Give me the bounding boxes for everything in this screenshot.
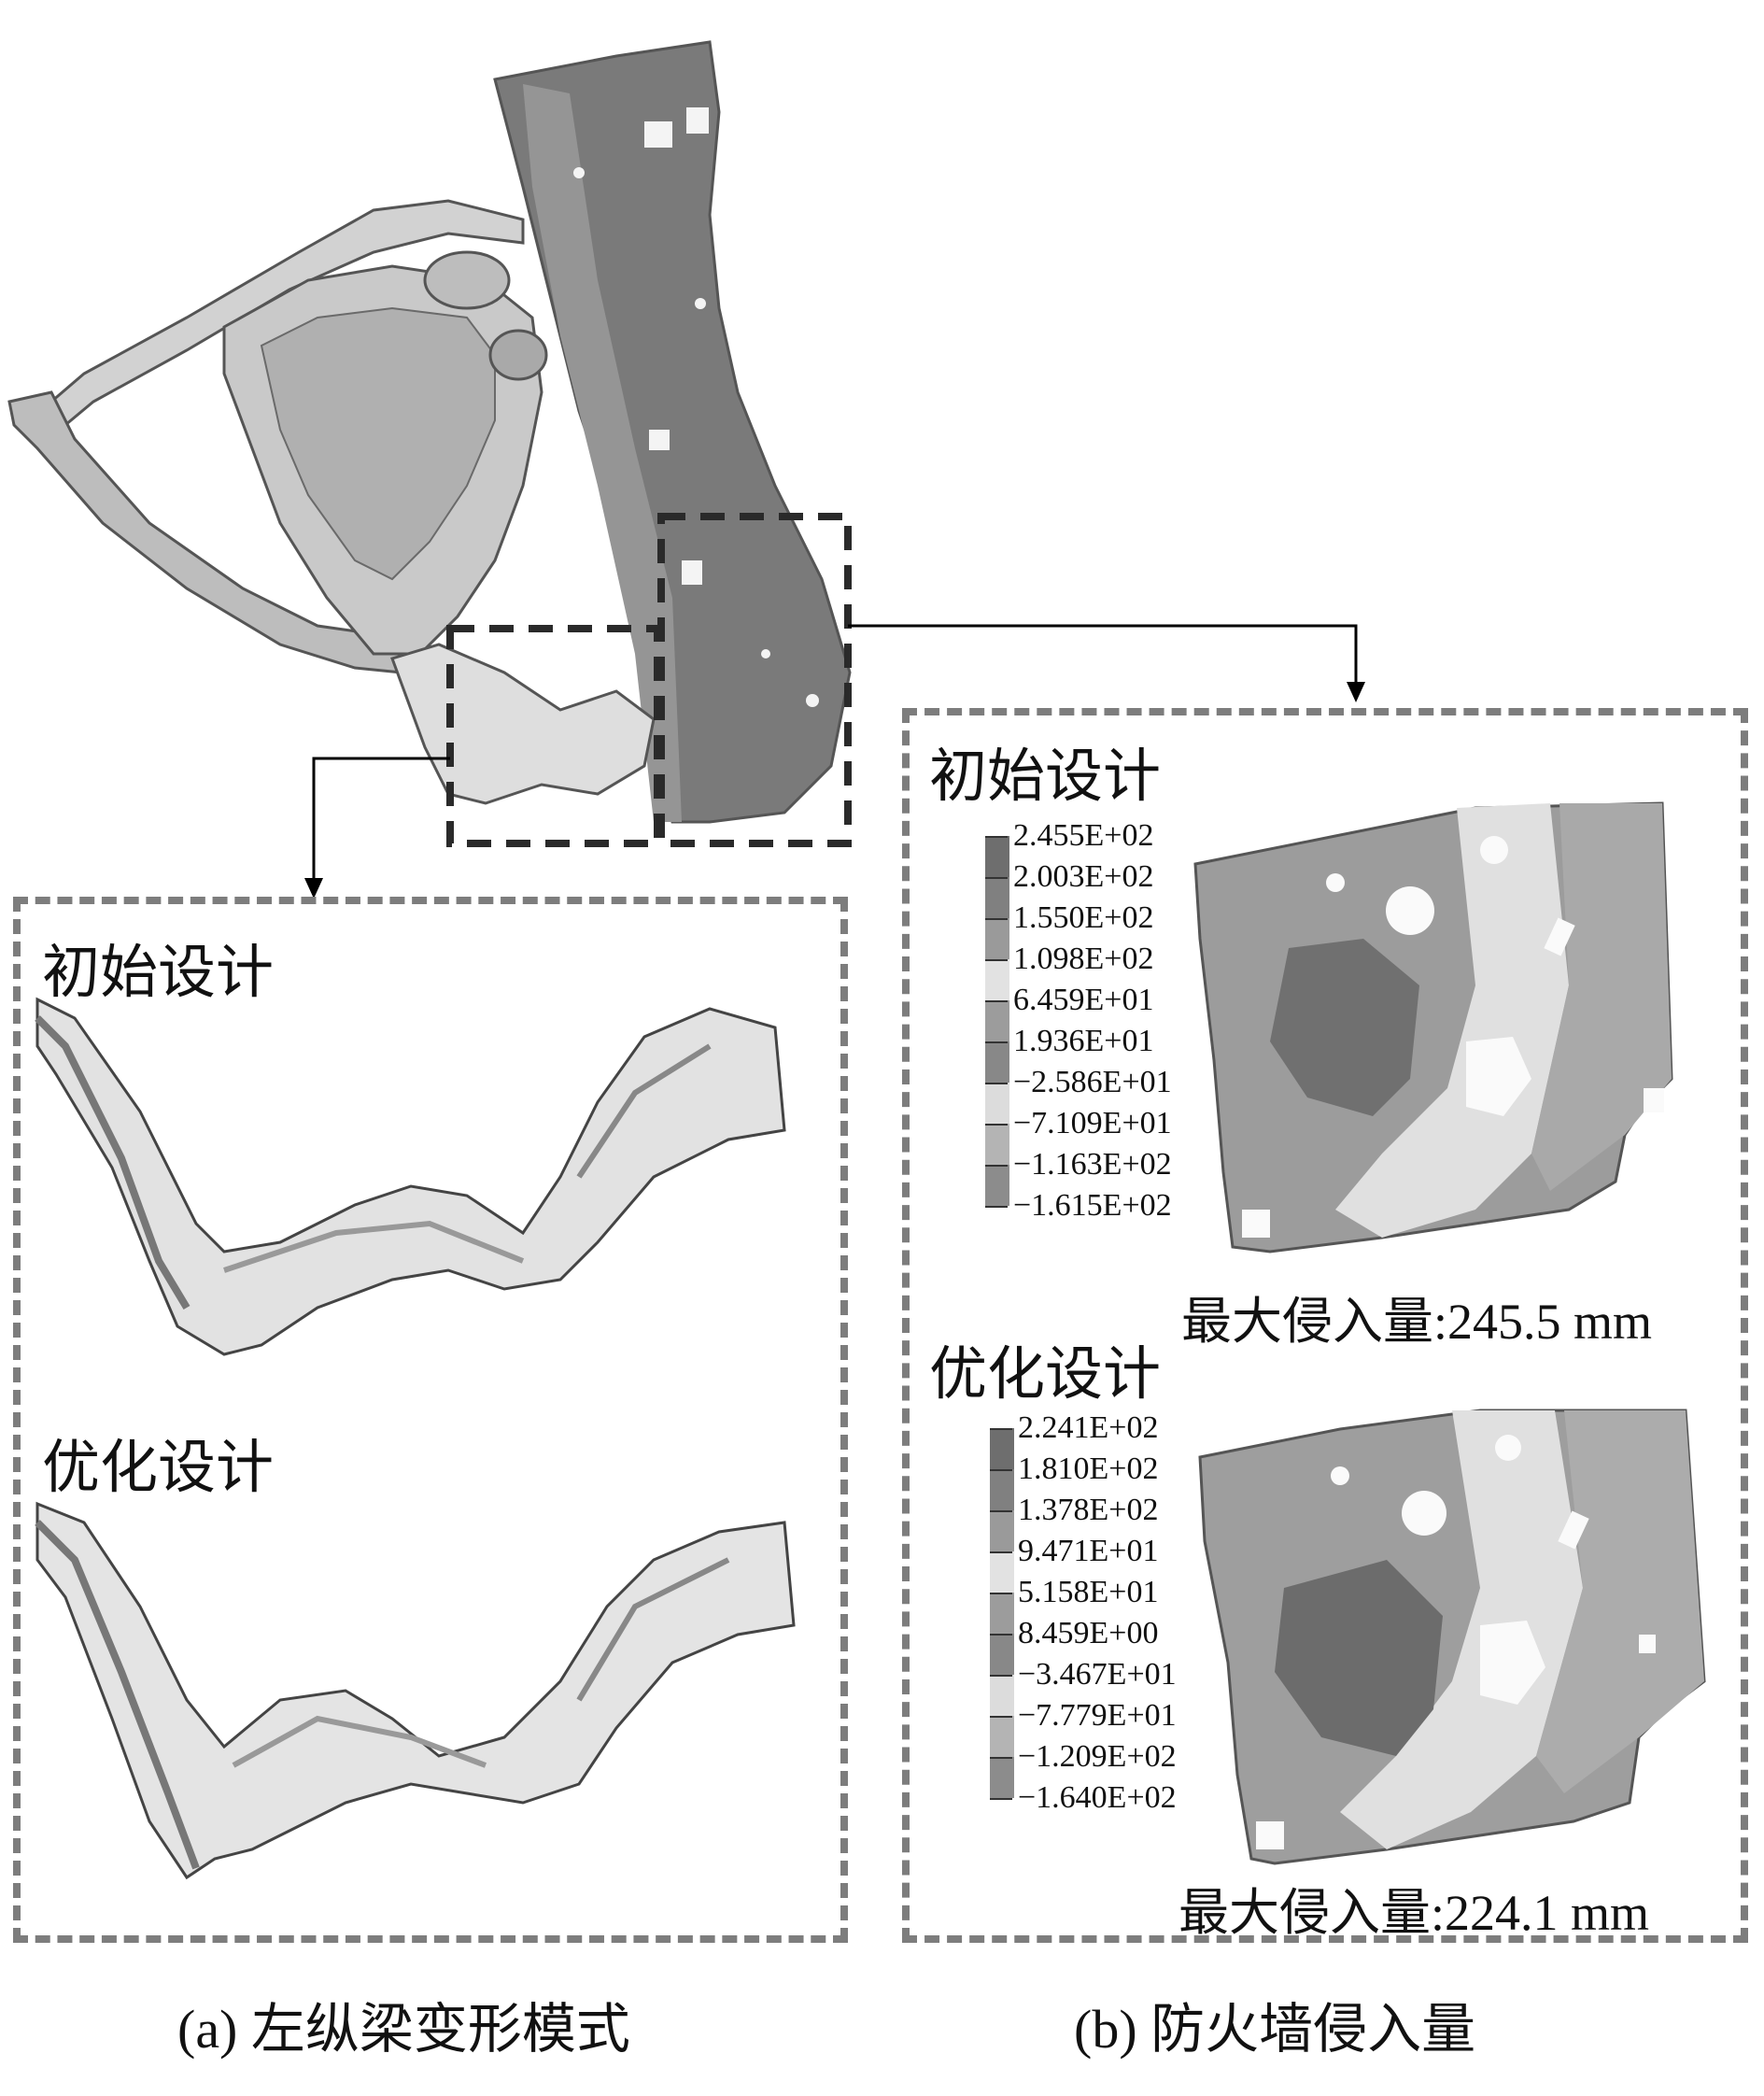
front-rail-arch bbox=[49, 199, 525, 428]
legend-label: 1.098E+02 bbox=[984, 942, 1154, 976]
panel-a-optimized-title: 优化设计 bbox=[42, 1433, 275, 1501]
legend-label: 9.471E+01 bbox=[989, 1534, 1159, 1568]
left-rail-crushed bbox=[390, 643, 656, 805]
legend-swatch bbox=[985, 1083, 1009, 1124]
legend-label: −1.209E+02 bbox=[990, 1739, 1177, 1774]
legend-swatch bbox=[990, 1716, 1014, 1757]
rail-initial-render bbox=[35, 997, 786, 1356]
legend-swatch bbox=[990, 1675, 1014, 1716]
legend-swatch bbox=[985, 1124, 1009, 1165]
legend-label: −2.586E+01 bbox=[985, 1065, 1172, 1099]
legend-swatch bbox=[990, 1510, 1014, 1551]
legend-label: −7.779E+01 bbox=[990, 1698, 1177, 1733]
legend-swatch bbox=[990, 1551, 1014, 1593]
legend-swatch bbox=[985, 836, 1009, 877]
rail-optimized-render bbox=[35, 1501, 796, 1880]
legend-swatch bbox=[990, 1428, 1014, 1469]
panel-b-optimized-title: 优化设计 bbox=[929, 1339, 1162, 1408]
legend-label: 2.003E+02 bbox=[984, 859, 1154, 894]
panel-b-frame bbox=[902, 708, 1748, 1943]
legend-swatch bbox=[990, 1634, 1014, 1675]
panel-a-initial-title: 初始设计 bbox=[42, 938, 275, 1006]
legend-label: −7.109E+01 bbox=[985, 1106, 1172, 1140]
initial-legend: 2.455E+02 2.003E+02 1.550E+02 1.098E+02 … bbox=[984, 818, 1219, 1222]
legend-label: −1.640E+02 bbox=[990, 1780, 1177, 1815]
legend-swatch bbox=[985, 918, 1009, 959]
legend-swatch bbox=[985, 1165, 1009, 1206]
legend-swatch bbox=[990, 1757, 1014, 1798]
legend-swatch bbox=[985, 1000, 1009, 1041]
caption-b: (b) 防火墙侵入量 bbox=[1074, 1999, 1476, 2060]
legend-label: 2.455E+02 bbox=[984, 818, 1154, 853]
firewall-optimized-contour bbox=[1198, 1409, 1706, 1865]
legend-label: 2.241E+02 bbox=[989, 1410, 1159, 1445]
firewall-initial-contour bbox=[1193, 801, 1673, 1253]
panel-a-frame bbox=[13, 897, 848, 1943]
legend-label: −1.615E+02 bbox=[985, 1188, 1172, 1223]
legend-label: −1.163E+02 bbox=[985, 1147, 1172, 1182]
legend-label: 6.459E+01 bbox=[984, 983, 1154, 1017]
legend-swatch bbox=[985, 959, 1009, 1000]
legend-label: 1.810E+02 bbox=[989, 1452, 1159, 1486]
initial-max-intrusion: 最大侵入量:245.5 mm bbox=[1181, 1294, 1653, 1350]
optimized-legend: 2.241E+02 1.810E+02 1.378E+02 9.471E+01 … bbox=[989, 1410, 1223, 1814]
legend-label: 8.459E+00 bbox=[989, 1616, 1159, 1650]
legend-label: 1.550E+02 bbox=[984, 900, 1154, 935]
optimized-legend-color-bar bbox=[990, 1428, 1014, 1798]
legend-swatch bbox=[990, 1593, 1014, 1634]
legend-swatch bbox=[990, 1469, 1014, 1510]
legend-label: 5.158E+01 bbox=[989, 1575, 1159, 1609]
initial-legend-color-bar bbox=[985, 836, 1009, 1206]
legend-swatch bbox=[985, 877, 1009, 918]
legend-label: 1.378E+02 bbox=[989, 1493, 1159, 1527]
legend-label: −3.467E+01 bbox=[990, 1657, 1177, 1692]
caption-a: (a) 左纵梁变形模式 bbox=[177, 1999, 630, 2060]
legend-swatch bbox=[985, 1041, 1009, 1083]
legend-label: 1.936E+01 bbox=[984, 1024, 1154, 1058]
optimized-max-intrusion: 最大侵入量:224.1 mm bbox=[1178, 1885, 1650, 1941]
panel-b-initial-title: 初始设计 bbox=[929, 742, 1162, 810]
